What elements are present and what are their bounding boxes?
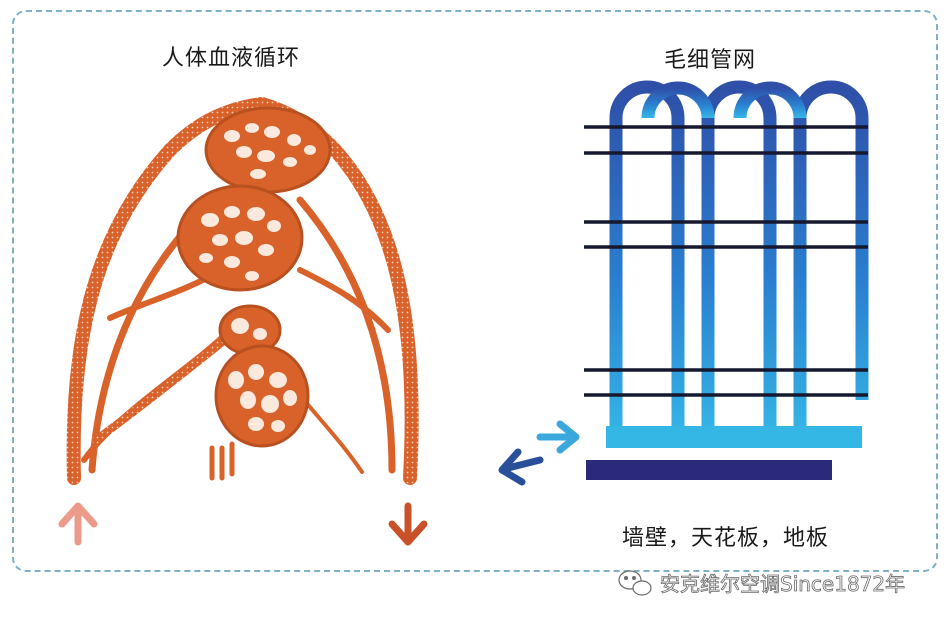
circulation-illustration <box>66 97 419 485</box>
blood-inflow-arrow <box>58 502 98 546</box>
watermark-text: 安克维尔空调Since1872年 <box>660 571 906 596</box>
watermark: 安克维尔空调Since1872年 <box>660 564 906 600</box>
capillary-mat <box>584 80 869 480</box>
diagram-frame <box>12 10 938 572</box>
supply-arrow <box>536 420 580 454</box>
capillary-network-title: 毛细管网 <box>664 48 757 73</box>
blood-outflow-arrow <box>388 502 428 546</box>
wechat-logo-icon <box>618 570 652 596</box>
return-arrow <box>498 448 544 486</box>
surface-caption: 墙壁，天花板，地板 <box>622 526 830 551</box>
circulation-title: 人体血液循环 <box>162 46 301 71</box>
